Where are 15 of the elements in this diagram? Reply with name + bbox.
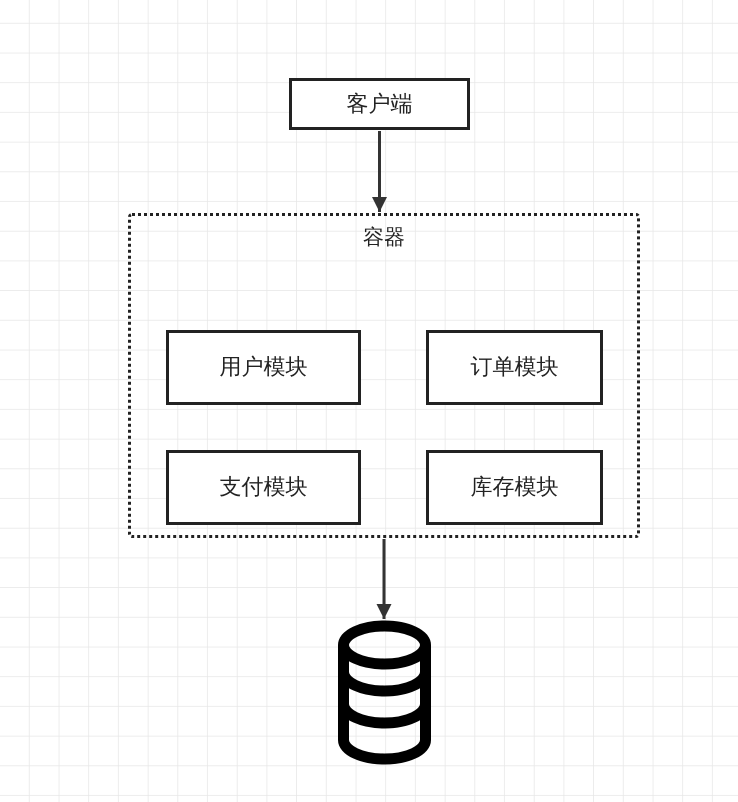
container-box — [128, 213, 640, 538]
module-box — [166, 450, 361, 525]
box-label: 支付模块 — [220, 474, 308, 502]
box-label: 订单模块 — [470, 354, 558, 382]
box-label: 库存模块 — [470, 474, 558, 502]
module-box — [289, 78, 470, 130]
box-label: 用户模块 — [220, 354, 308, 382]
box-label: 客户端 — [346, 90, 412, 118]
module-box — [426, 450, 603, 525]
container-title: 容器 — [363, 224, 405, 250]
module-box — [166, 330, 361, 405]
module-box — [426, 330, 603, 405]
arrow — [376, 539, 392, 619]
arrow — [372, 131, 387, 212]
database-icon — [338, 620, 431, 764]
